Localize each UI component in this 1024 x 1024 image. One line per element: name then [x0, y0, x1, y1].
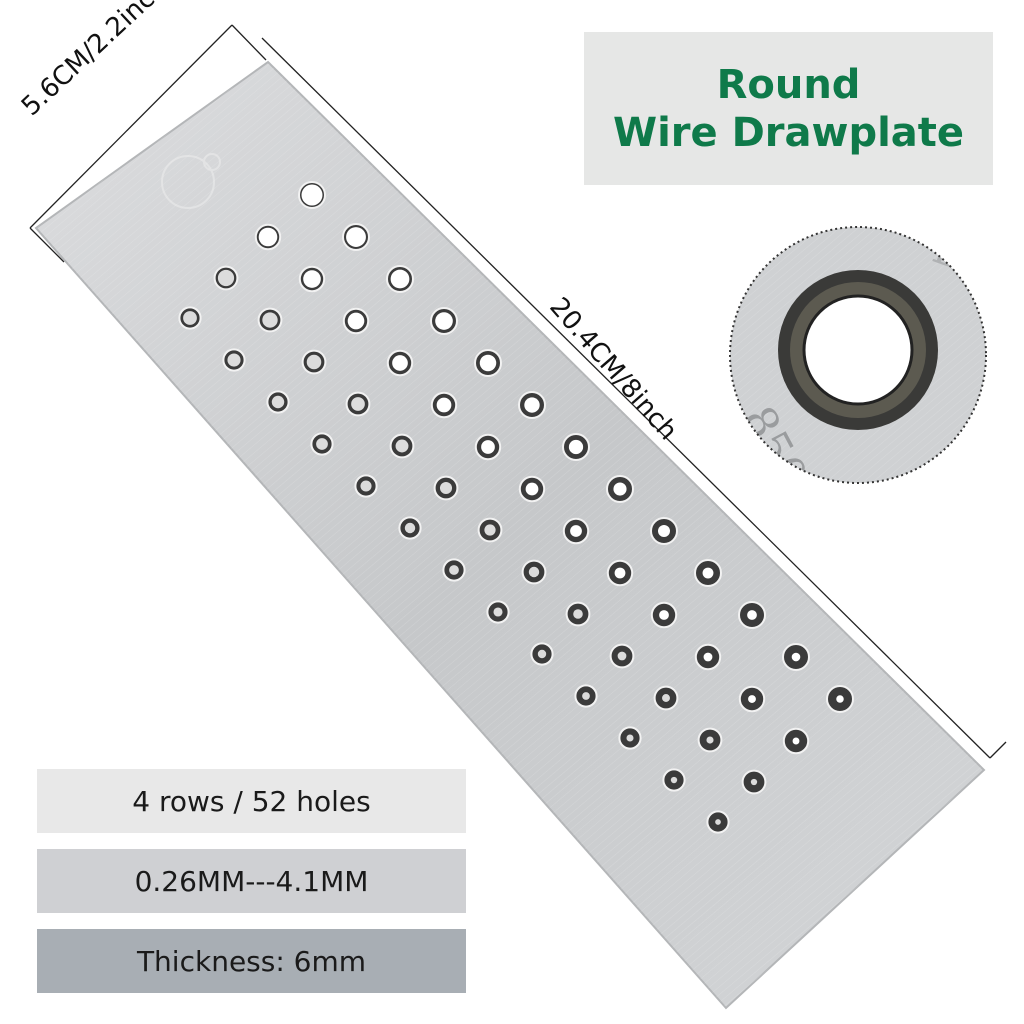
hole-opening: [528, 566, 540, 578]
hole-grid: [178, 181, 854, 834]
hole-opening: [702, 567, 714, 579]
hole-opening: [347, 312, 365, 330]
hole-opening: [748, 695, 756, 703]
hole-opening: [670, 776, 678, 784]
hole-opening: [449, 565, 459, 575]
hole-opening: [435, 312, 453, 330]
rows-holes-label: 4 rows / 52 holes: [37, 769, 466, 833]
hole-opening: [568, 439, 584, 455]
hole-opening: [183, 311, 197, 325]
hole-opening: [303, 270, 321, 288]
hole-opening: [271, 395, 285, 409]
hole-opening: [658, 525, 670, 537]
thickness-label: Thickness: 6mm: [37, 929, 466, 993]
hole-opening: [703, 652, 713, 662]
hole-opening: [715, 819, 721, 825]
hole-opening: [750, 778, 758, 786]
hole-opening: [227, 353, 241, 367]
hole-opening: [301, 184, 323, 206]
hole-opening: [573, 609, 583, 619]
hole-opening: [791, 652, 801, 662]
hole-opening: [613, 482, 627, 496]
title-line-1: Round: [716, 61, 861, 108]
size-range-label: 0.26MM---4.1MM: [37, 849, 466, 913]
hole-opening: [617, 651, 627, 661]
hole-opening: [351, 397, 365, 411]
hole-opening: [662, 694, 670, 702]
hole-opening: [582, 692, 590, 700]
hole-opening: [436, 397, 452, 413]
zoom-detail: DE D 850: [729, 226, 987, 484]
hole-opening: [258, 227, 278, 247]
hole-opening: [537, 649, 547, 659]
hole-opening: [659, 610, 669, 620]
hole-opening: [479, 354, 497, 372]
hole-opening: [346, 227, 366, 247]
hole-opening: [524, 397, 540, 413]
hole-opening: [836, 695, 844, 703]
hole-opening: [626, 734, 634, 742]
hole-opening: [392, 355, 408, 371]
hole-opening: [747, 610, 757, 620]
hole-opening: [262, 312, 278, 328]
brand-logo: [161, 153, 221, 209]
hole-opening: [439, 481, 453, 495]
hole-opening: [614, 567, 626, 579]
hole-opening: [706, 736, 714, 744]
hole-opening: [390, 269, 410, 289]
hole-opening: [570, 525, 582, 537]
hole-opening: [484, 524, 496, 536]
hole-opening: [493, 607, 503, 617]
hole-opening: [360, 480, 372, 492]
hole-opening: [404, 522, 416, 534]
title-box: Round Wire Drawplate: [584, 32, 993, 185]
hole-opening: [395, 439, 409, 453]
hole-opening: [792, 737, 800, 745]
hole-opening: [481, 440, 495, 454]
dimension-lines: [29, 24, 1007, 759]
title-line-2: Wire Drawplate: [612, 109, 965, 156]
hole-opening: [316, 438, 328, 450]
hole-opening: [217, 269, 235, 287]
hole-opening: [525, 482, 539, 496]
hole-opening: [306, 354, 322, 370]
